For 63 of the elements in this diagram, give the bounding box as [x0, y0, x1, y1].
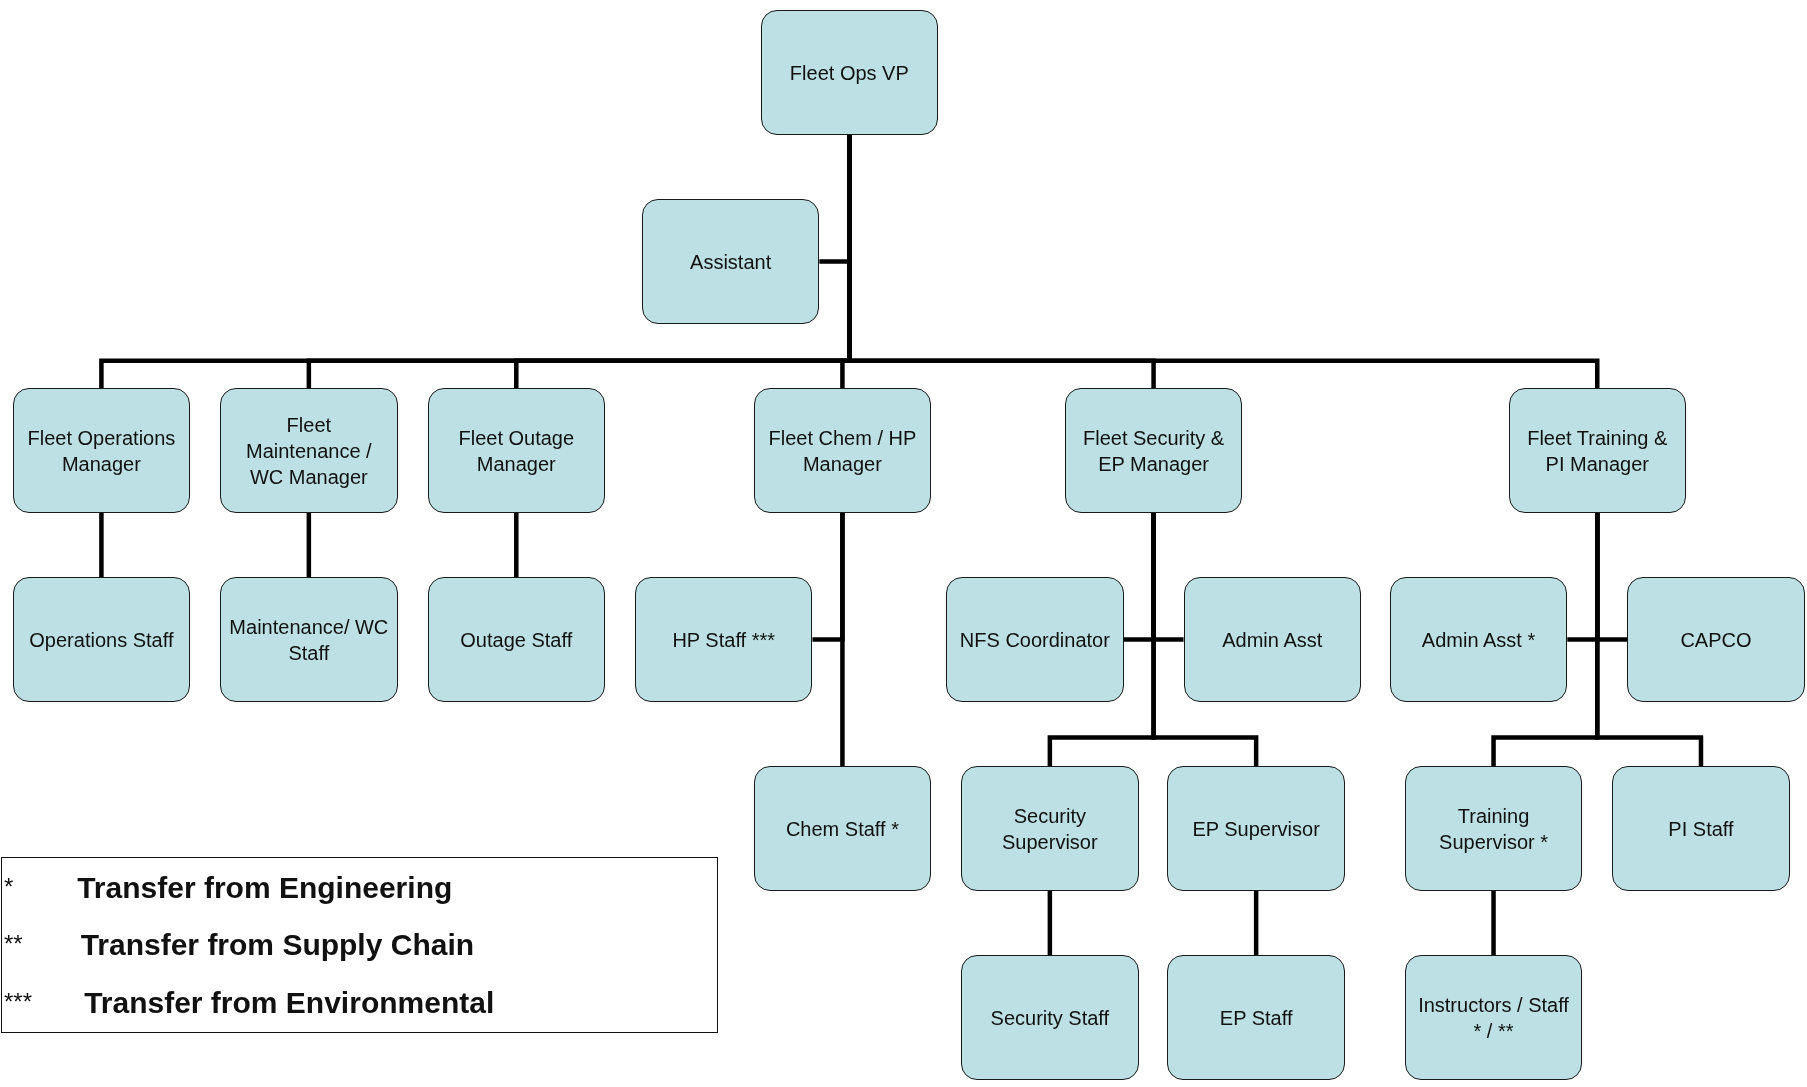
connector-line [1047, 890, 1053, 956]
position-title: HP Staff *** [672, 627, 776, 653]
org-box [1612, 766, 1790, 891]
connector-line [306, 512, 312, 578]
position-title: Maintenance/ WC Staff [229, 614, 389, 666]
org-box [12, 577, 191, 702]
org-box [961, 955, 1139, 1080]
connector-line [1595, 512, 1704, 767]
org-box [1404, 766, 1583, 891]
org-box [1064, 388, 1243, 513]
position-title: Operations Staff [29, 627, 174, 653]
footnote-mark: *** [4, 987, 33, 1016]
legend-text: Transfer from Environmental [84, 985, 495, 1020]
position-title: PI Staff [1668, 816, 1734, 842]
org-box [635, 577, 813, 702]
connector-line [840, 512, 845, 767]
org-box [12, 388, 191, 513]
position-title: Fleet Ops VP [789, 60, 909, 86]
org-box [1183, 577, 1361, 702]
position-title: Security Supervisor [1001, 803, 1099, 855]
org-box [753, 388, 932, 513]
position-title: Fleet Operations Manager [26, 425, 177, 477]
position-title: Fleet Training & PI Manager [1526, 425, 1669, 477]
org-box [641, 199, 820, 324]
connector-line [514, 512, 519, 578]
org-box [961, 766, 1139, 891]
connector-line [1253, 890, 1259, 956]
org-box [1404, 955, 1583, 1080]
position-title: Admin Asst [1222, 627, 1323, 653]
position-title: EP Staff [1219, 1005, 1293, 1031]
org-box [946, 577, 1124, 702]
org-box [220, 577, 398, 702]
org-box [1389, 577, 1568, 702]
org-box [1508, 388, 1686, 513]
org-box [1627, 577, 1805, 702]
position-title: NFS Coordinator [959, 627, 1110, 653]
position-title: Fleet Security & EP Manager [1081, 425, 1226, 477]
position-title: Chem Staff * [785, 816, 899, 842]
position-title: EP Supervisor [1192, 816, 1320, 842]
position-title: Assistant [690, 249, 772, 275]
position-title: Training Supervisor * [1438, 803, 1549, 855]
position-title: Fleet Outage Manager [457, 425, 576, 477]
position-title: CAPCO [1680, 627, 1752, 653]
footnote-mark: ** [4, 930, 23, 959]
connector-line [99, 512, 104, 578]
org-box [427, 577, 605, 702]
footnote-mark: * [4, 872, 14, 901]
connector-line [1491, 890, 1496, 956]
position-title: Fleet Chem / HP Manager [767, 425, 918, 477]
legend-text: Transfer from Engineering [77, 870, 453, 905]
position-title: Security Staff [990, 1005, 1110, 1031]
org-box [1167, 955, 1345, 1080]
org-box [1167, 766, 1345, 891]
position-title: Instructors / Staff * / ** [1417, 992, 1570, 1044]
org-box [220, 388, 398, 513]
org-box [753, 766, 932, 891]
position-title: Admin Asst * [1421, 627, 1536, 653]
position-title: Outage Staff [460, 627, 573, 653]
org-box [427, 388, 605, 513]
legend-text: Transfer from Supply Chain [80, 928, 475, 963]
org-box [760, 10, 939, 135]
position-title: Fleet Maintenance / WC Manager [245, 412, 373, 490]
connector-line [1151, 512, 1259, 767]
